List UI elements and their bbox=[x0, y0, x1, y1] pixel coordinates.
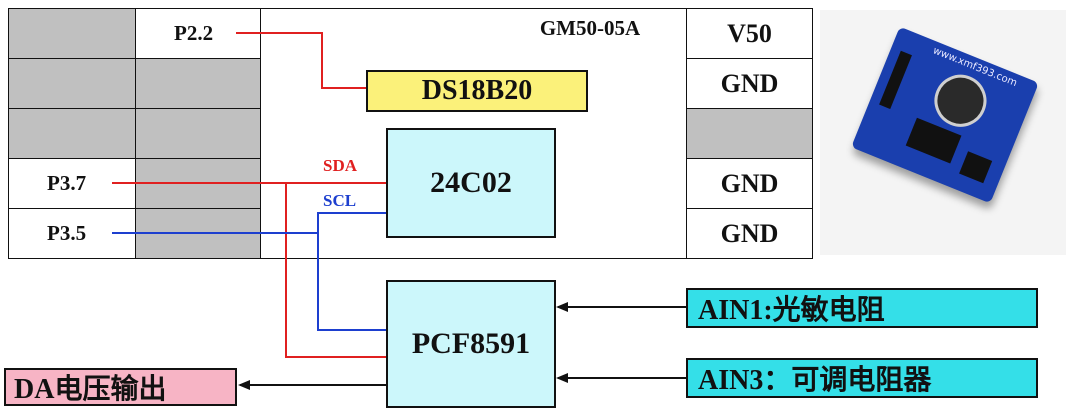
pin-header bbox=[879, 50, 912, 110]
eeprom-24c02-chip: 24C02 bbox=[386, 128, 556, 238]
pcf8591-chip: PCF8591 bbox=[386, 280, 556, 408]
module-photo: www.xmf393.com bbox=[820, 10, 1066, 255]
wire-scl bbox=[112, 212, 386, 234]
wire-p22-ds18b20 bbox=[236, 32, 366, 89]
grid-cell bbox=[8, 8, 136, 59]
pin-v50-label: V50 bbox=[686, 8, 813, 59]
module-name: GM50-05A bbox=[539, 15, 641, 40]
pcb-board: www.xmf393.com bbox=[851, 26, 1039, 204]
sda-label: SDA bbox=[323, 156, 358, 175]
da-output-tag: DA电压输出 bbox=[4, 368, 237, 406]
pin-gnd-label: GND bbox=[686, 58, 813, 109]
pin-p22-label: P2.2 bbox=[135, 8, 261, 59]
wire-sda-branch bbox=[285, 183, 386, 358]
ain1-input-tag: AIN1:光敏电阻 bbox=[686, 288, 1038, 328]
pin-gnd-label: GND bbox=[686, 208, 813, 259]
wire-scl-branch bbox=[317, 233, 386, 331]
ain3-input-tag: AIN3：可调电阻器 bbox=[686, 358, 1038, 398]
grid-cell bbox=[135, 58, 261, 109]
grid-cell bbox=[8, 58, 136, 109]
pin-gnd-label: GND bbox=[686, 158, 813, 209]
grid-cell bbox=[135, 108, 261, 159]
ds18b20-chip: DS18B20 bbox=[366, 70, 588, 112]
scl-label: SCL bbox=[323, 191, 357, 210]
grid-cell bbox=[686, 108, 813, 159]
ic-package bbox=[959, 151, 993, 184]
